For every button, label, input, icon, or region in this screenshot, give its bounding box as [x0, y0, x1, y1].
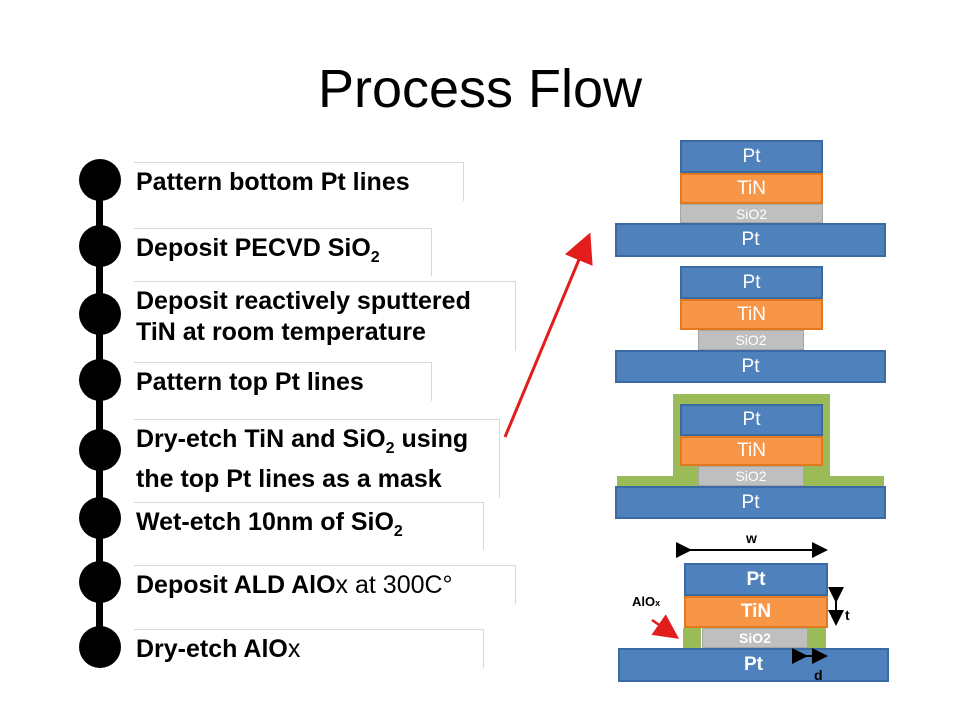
- slide-title: Process Flow: [317, 59, 643, 119]
- step-5-line-1b: using: [394, 425, 469, 453]
- stack3-sio2: SiO2: [698, 466, 804, 486]
- step-4-text: Pattern top Pt lines: [136, 368, 364, 396]
- step-6: Wet-etch 10nm of SiO2: [134, 502, 484, 550]
- stack2-bottom-pt: Pt: [615, 350, 886, 383]
- timeline-dot: [79, 497, 121, 539]
- t-dimension-label: t: [845, 607, 850, 623]
- red-arrow: [503, 232, 593, 438]
- timeline-dot: [79, 293, 121, 335]
- stack2-sio2: SiO2: [698, 330, 804, 350]
- alox-pointer-arrow: [651, 614, 680, 639]
- step-5-line-2: the top Pt lines as a mask: [136, 465, 442, 493]
- timeline-dot: [79, 359, 121, 401]
- timeline-dot: [79, 429, 121, 471]
- step-5-line-1a: Dry-etch TiN and SiO: [136, 425, 386, 453]
- step-8: Dry-etch AlOx: [134, 629, 484, 668]
- step-4: Pattern top Pt lines: [134, 362, 432, 401]
- stack4-alox-right: [808, 628, 826, 648]
- stack4-alox-left: [683, 628, 701, 648]
- stack1-tin: TiN: [680, 173, 823, 204]
- stack4-sio2: SiO2: [702, 628, 808, 648]
- step-2-subscript: 2: [370, 249, 380, 266]
- step-8-text: Dry-etch AlO: [136, 635, 288, 663]
- step-7-thin-text: x at 300C°: [335, 571, 453, 599]
- step-2: Deposit PECVD SiO2: [134, 228, 432, 276]
- stack4-tin: TiN: [684, 596, 828, 628]
- stack3-alox-hidden-bg: [617, 394, 673, 476]
- w-dimension-label: w: [746, 530, 757, 546]
- stack3-tin: TiN: [680, 436, 823, 466]
- step-3-line-2: TiN at room temperature: [136, 318, 426, 346]
- step-7-text: Deposit ALD AlO: [136, 571, 336, 599]
- step-3-line-1: Deposit reactively sputtered: [136, 287, 471, 315]
- stack3-bottom-pt: Pt: [615, 486, 886, 519]
- step-5-subscript: 2: [385, 440, 395, 457]
- stack2-top-pt: Pt: [680, 266, 823, 299]
- step-6-subscript: 2: [393, 523, 403, 540]
- step-2-text: Deposit PECVD SiO: [136, 234, 371, 262]
- alox-label: AlOx: [632, 594, 661, 609]
- timeline-dot: [79, 225, 121, 267]
- stack1-sio2: SiO2: [680, 204, 823, 223]
- stack2-tin: TiN: [680, 299, 823, 330]
- stack1-bottom-pt: Pt: [615, 223, 886, 257]
- step-8-thin-text: x: [287, 635, 301, 663]
- d-dimension-label: d: [814, 667, 823, 683]
- stack4-top-pt: Pt: [684, 563, 828, 596]
- stack1-top-pt: Pt: [680, 140, 823, 173]
- timeline-line: [96, 180, 103, 650]
- timeline-dot: [79, 626, 121, 668]
- step-7: Deposit ALD AlOx at 300C°: [134, 565, 516, 604]
- step-6-text: Wet-etch 10nm of SiO: [136, 508, 394, 536]
- stack4-bottom-pt: Pt: [618, 648, 889, 682]
- stack3-alox-hidden-bg-right: [830, 394, 884, 476]
- step-3: Deposit reactively sputtered TiN at room…: [134, 281, 516, 351]
- timeline-dot: [79, 561, 121, 603]
- timeline-dot: [79, 159, 121, 201]
- step-1: Pattern bottom Pt lines: [134, 162, 464, 201]
- stack3-top-pt: Pt: [680, 404, 823, 436]
- step-1-text: Pattern bottom Pt lines: [136, 168, 410, 196]
- step-5: Dry-etch TiN and SiO2 using the top Pt l…: [134, 419, 500, 498]
